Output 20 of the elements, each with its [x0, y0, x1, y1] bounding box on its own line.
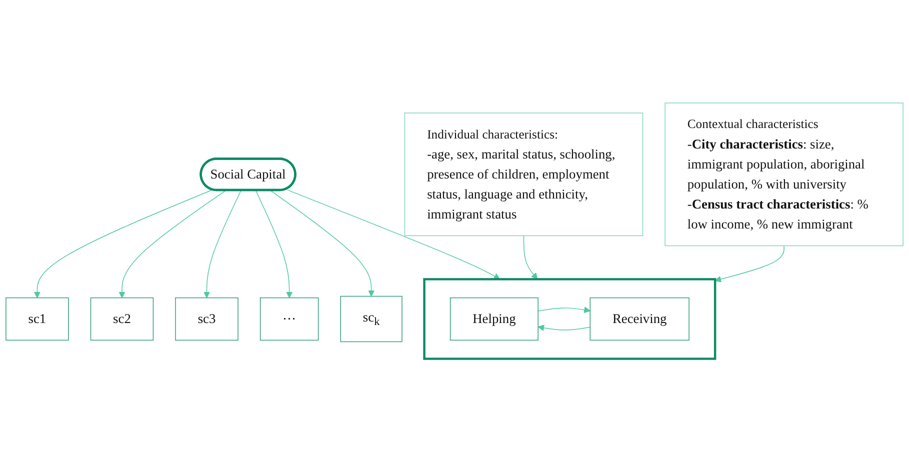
arrow — [538, 324, 591, 331]
arrow — [255, 190, 293, 298]
arrow — [118, 190, 226, 298]
node-box: sc2 — [90, 297, 154, 340]
node-box: sc$_{k}$ — [340, 296, 402, 342]
node-box: Helping — [450, 297, 538, 340]
cluster — [423, 278, 716, 360]
arrow — [714, 245, 784, 282]
arrow — [538, 306, 590, 313]
arrow — [270, 190, 375, 296]
arrow — [287, 189, 500, 280]
node-box: sc3 — [175, 297, 238, 340]
arrow — [34, 188, 213, 298]
arrow — [203, 190, 242, 298]
node-box: Receiving — [590, 297, 690, 340]
node-box: sc1 — [6, 297, 69, 340]
arrow — [523, 234, 538, 280]
node-box: ⋯ — [260, 297, 319, 340]
node-box: Individual characteristics: -age, sex, marital status, schooling, presence of children, employment status, language and ethnicity, immigrant status — [404, 112, 644, 236]
node-box: Contextual characteristics -City characteristics: size, immigrant population, aboriginal population, % with university -Census tract characteristics: % low income, % new immigrant — [664, 102, 904, 246]
